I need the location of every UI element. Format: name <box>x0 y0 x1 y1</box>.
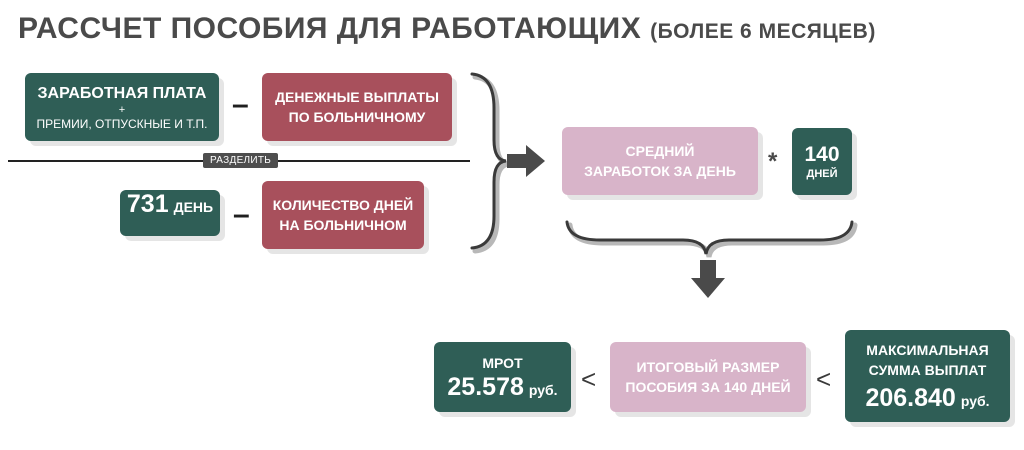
mrot-unit: руб. <box>528 381 558 398</box>
arrow-right-icon <box>507 145 545 177</box>
divide-label: РАЗДЕЛИТЬ <box>203 153 279 168</box>
total-box: ИТОГОВЫЙ РАЗМЕР ПОСОБИЯ ЗА 140 ДНЕЙ <box>610 342 806 412</box>
salary-line2: ПРЕМИИ, ОТПУСКНЫЕ И Т.П. <box>36 117 208 131</box>
left-group-brace-main <box>470 72 507 250</box>
mrot-value: 25.578 <box>447 372 524 401</box>
days-total-unit: ДЕНЬ <box>173 199 214 215</box>
days-140-box: 140 ДНЕЙ <box>792 128 852 195</box>
max-unit: руб. <box>960 392 990 409</box>
less-than-sign-left: < <box>581 364 597 394</box>
sick-payments-line1: ДЕНЕЖНЫЕ ВЫПЛАТЫ <box>275 89 439 105</box>
days-total-box: 731 ДЕНЬ <box>120 190 220 236</box>
multiply-sign: * <box>768 148 778 175</box>
less-than-sign-right: < <box>816 364 832 394</box>
bottom-group-brace <box>565 220 854 255</box>
max-amount: 206.840 руб. <box>865 384 989 413</box>
days-total-value: 731 <box>126 190 169 218</box>
salary-plus: + <box>118 104 126 116</box>
average-line1: СРЕДНИЙ <box>625 143 695 159</box>
total-line1: ИТОГОВЫЙ РАЗМЕР <box>636 359 780 375</box>
max-line2: СУММА ВЫПЛАТ <box>868 361 987 378</box>
average-earnings-box: СРЕДНИЙ ЗАРАБОТОК ЗА ДЕНЬ <box>562 127 758 195</box>
sick-payments-box: ДЕНЕЖНЫЕ ВЫПЛАТЫ ПО БОЛЬНИЧНОМУ <box>262 73 452 141</box>
minus-sign-bottom: – <box>233 198 250 231</box>
max-line1: МАКСИМАЛЬНАЯ <box>866 341 989 358</box>
sick-days-line1: КОЛИЧЕСТВО ДНЕЙ <box>272 197 414 213</box>
title-main: РАССЧЕТ ПОСОБИЯ ДЛЯ РАБОТАЮЩИХ <box>18 12 642 45</box>
days-140-unit: ДНЕЙ <box>806 167 838 180</box>
mrot-box: МРОТ 25.578 руб. <box>434 342 571 412</box>
average-line2: ЗАРАБОТОК ЗА ДЕНЬ <box>584 163 736 179</box>
page-title: РАССЧЕТ ПОСОБИЯ ДЛЯ РАБОТАЮЩИХ (БОЛЕЕ 6 … <box>18 12 876 46</box>
title-sub: (БОЛЕЕ 6 МЕСЯЦЕВ) <box>650 20 876 43</box>
mrot-amount: 25.578 руб. <box>447 373 557 402</box>
minus-sign-top: – <box>232 88 249 121</box>
salary-box: ЗАРАБОТНАЯ ПЛАТА + ПРЕМИИ, ОТПУСКНЫЕ И Т… <box>25 73 219 141</box>
sick-days-box: КОЛИЧЕСТВО ДНЕЙ НА БОЛЬНИЧНОМ <box>262 181 424 249</box>
mrot-label: МРОТ <box>482 354 523 371</box>
max-value: 206.840 <box>865 383 956 412</box>
arrow-down-icon <box>691 260 725 298</box>
total-line2: ПОСОБИЯ ЗА 140 ДНЕЙ <box>625 379 791 395</box>
salary-line1: ЗАРАБОТНАЯ ПЛАТА <box>37 85 207 102</box>
days-140-value: 140 <box>804 142 840 166</box>
bottom-group-brace-shadow <box>567 222 858 258</box>
max-box: МАКСИМАЛЬНАЯ СУММА ВЫПЛАТ 206.840 руб. <box>845 330 1010 422</box>
sick-days-line2: НА БОЛЬНИЧНОМ <box>279 217 407 233</box>
sick-payments-line2: ПО БОЛЬНИЧНОМУ <box>288 109 426 125</box>
